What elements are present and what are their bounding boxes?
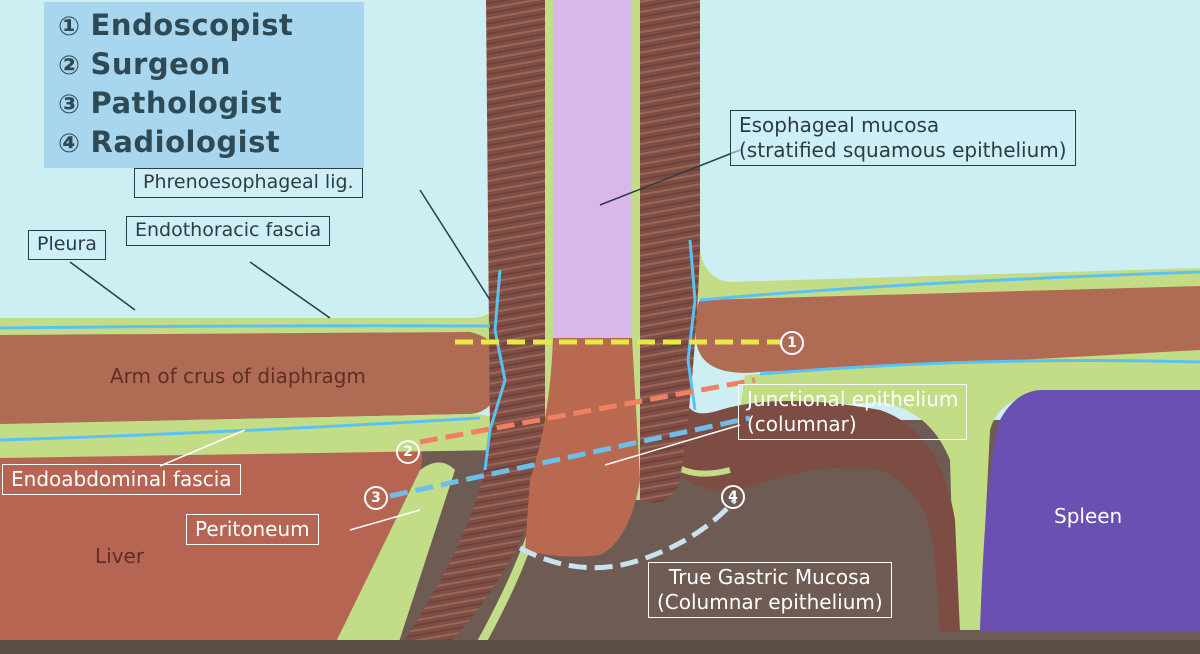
true-gastric-label: True Gastric Mucosa (Columnar epithelium…	[648, 562, 892, 618]
esophageal-mucosa-line1: Esophageal mucosa	[739, 113, 940, 137]
crus-right	[695, 286, 1200, 373]
peritoneum-band	[330, 462, 455, 654]
esophagus-wall-right	[640, 0, 700, 503]
esophageal-mucosa-label: Esophageal mucosa (stratified squamous e…	[730, 110, 1076, 166]
crus-label: Arm of crus of diaphragm	[110, 364, 366, 388]
left-fascia-upper	[0, 250, 520, 345]
liver	[0, 432, 423, 654]
crus-left	[0, 332, 501, 424]
true-gastric-line1: True Gastric Mucosa	[668, 565, 871, 589]
pathologist-line	[389, 415, 751, 499]
spleen-label: Spleen	[1054, 504, 1123, 528]
marker-1: 1	[780, 331, 804, 355]
endoabdominal-label: Endoabdominal fascia	[2, 464, 241, 495]
endothoracic-label: Endothoracic fascia	[126, 216, 331, 246]
esophageal-mucosa-line2: (stratified squamous epithelium)	[739, 138, 1067, 162]
junctional-line1: Junctional epithelium	[747, 387, 959, 411]
radiologist-line	[518, 498, 737, 571]
right-fascia-upper	[690, 250, 1200, 300]
spleen	[980, 390, 1200, 632]
esophagus-wall-left	[395, 0, 545, 654]
junction-tissue	[525, 338, 640, 557]
pleura-label: Pleura	[28, 230, 106, 260]
marker-4: 4	[721, 485, 745, 509]
junctional-line2: (columnar)	[747, 412, 857, 436]
stomach-wall-right	[648, 400, 960, 632]
right-fascia-lower	[740, 350, 1200, 630]
junctional-label: Junctional epithelium (columnar)	[738, 384, 968, 440]
surgeon-line	[419, 377, 756, 445]
liver-label: Liver	[95, 544, 145, 568]
phrenoesophageal-label: Phrenoesophageal lig.	[134, 168, 363, 198]
marker-2: 2	[396, 440, 420, 464]
marker-3: 3	[364, 486, 388, 510]
true-gastric-line2: (Columnar epithelium)	[657, 590, 883, 614]
peritoneum-label: Peritoneum	[186, 514, 319, 545]
esophageal-lumen	[553, 0, 632, 338]
